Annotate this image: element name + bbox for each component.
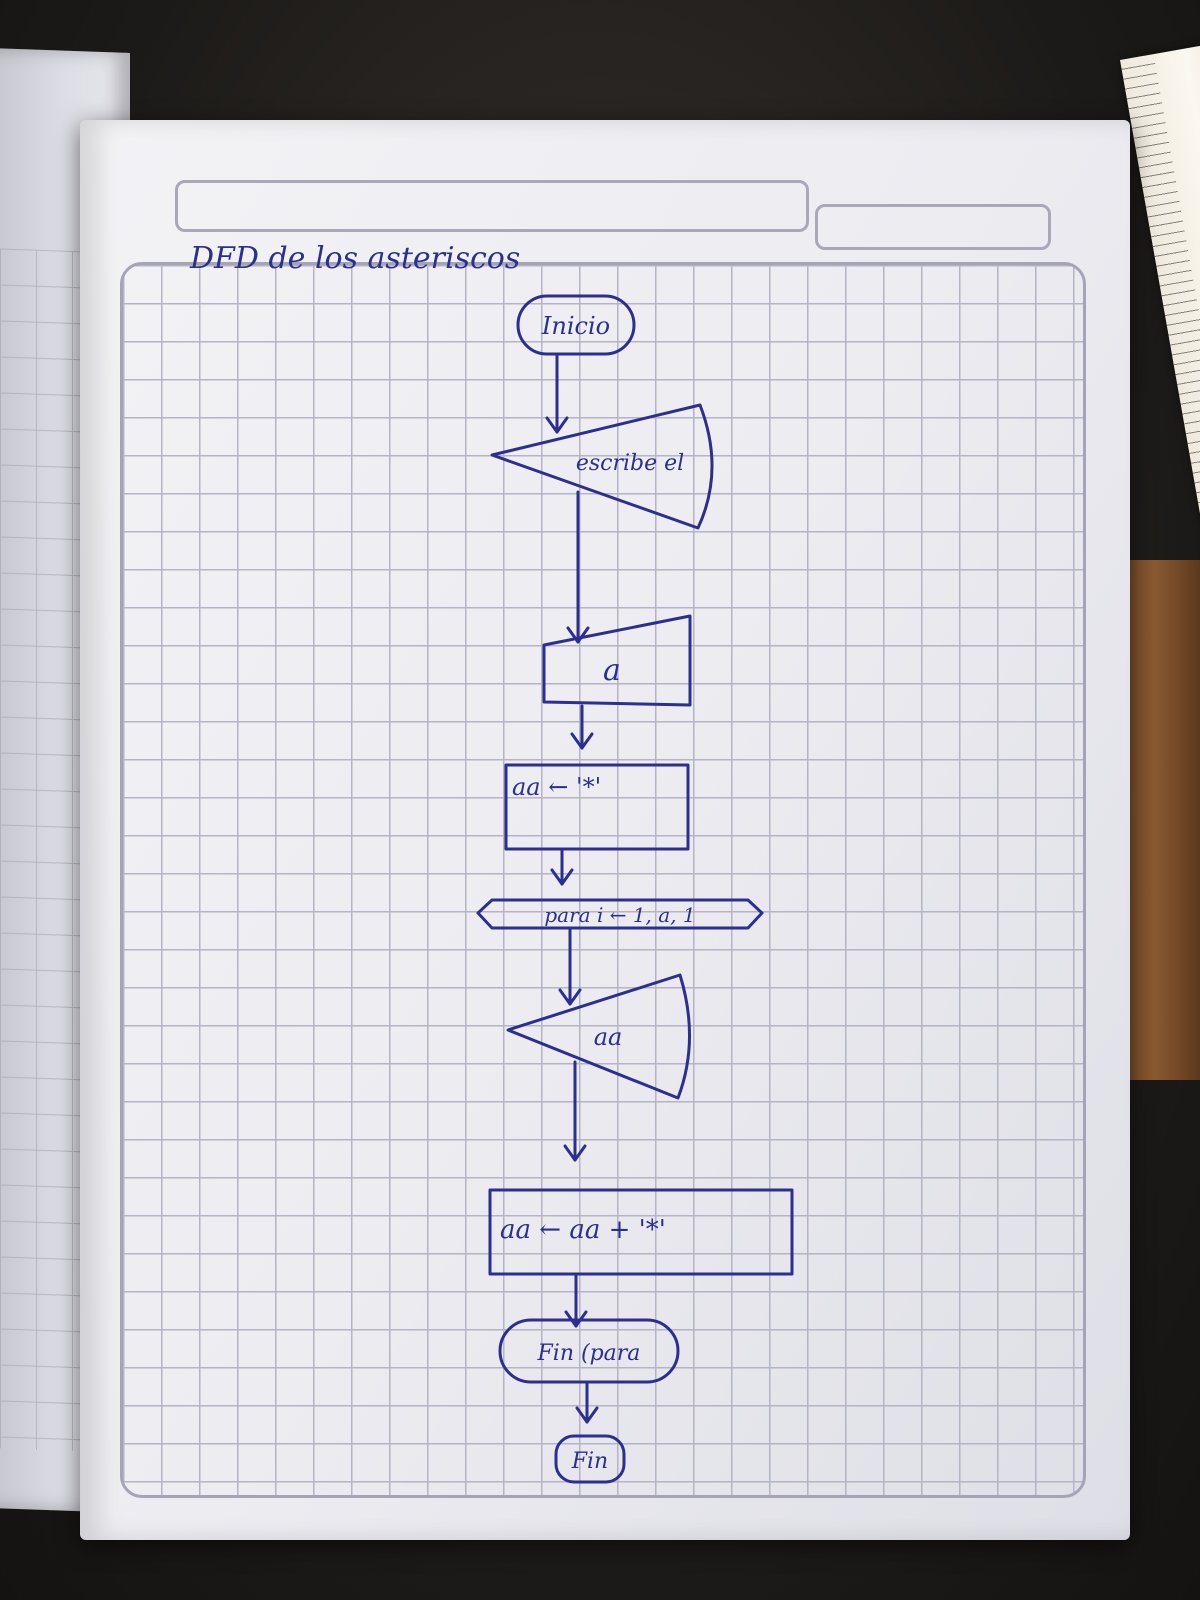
edge-input-assign1 [570,704,594,750]
node-assign1-label: aa ← '*' [512,773,601,801]
node-end: Fin [554,1434,626,1484]
node-start-label: Inicio [541,312,610,340]
node-endloop: Fin (para [498,1318,680,1384]
edge-write1-input [566,490,590,644]
node-assign2-label: aa ← aa + '*' [500,1215,666,1245]
edge-loop-write2 [558,927,582,1006]
diagram-title: DFD de los asteriscos [189,241,520,276]
header-name-box [175,180,809,232]
notebook-page [80,120,1130,1540]
node-write2-label: aa [594,1023,623,1051]
node-loop: para i ← 1, a, 1 [476,898,764,930]
node-input: a [542,614,692,707]
node-assign1: aa ← '*' [504,763,690,851]
edge-start-write1 [545,353,569,434]
node-write2: aa [506,973,691,1100]
node-endloop-label: Fin (para [537,1341,641,1366]
node-write1-label: escribe el [576,451,684,476]
edge-write2-assign2 [563,1060,587,1162]
node-start: Inicio [516,294,636,356]
node-assign2: aa ← aa + '*' [488,1188,794,1276]
edge-endloop-end [575,1382,599,1424]
node-input-label: a [603,653,621,688]
node-loop-label: para i ← 1, a, 1 [544,903,695,927]
grid-area [120,262,1086,1498]
edge-assign2-endloop [564,1273,588,1328]
edge-assign1-loop [550,848,574,886]
node-end-label: Fin [571,1449,608,1474]
node-write1: escribe el [490,403,714,530]
header-date-box [815,204,1051,250]
